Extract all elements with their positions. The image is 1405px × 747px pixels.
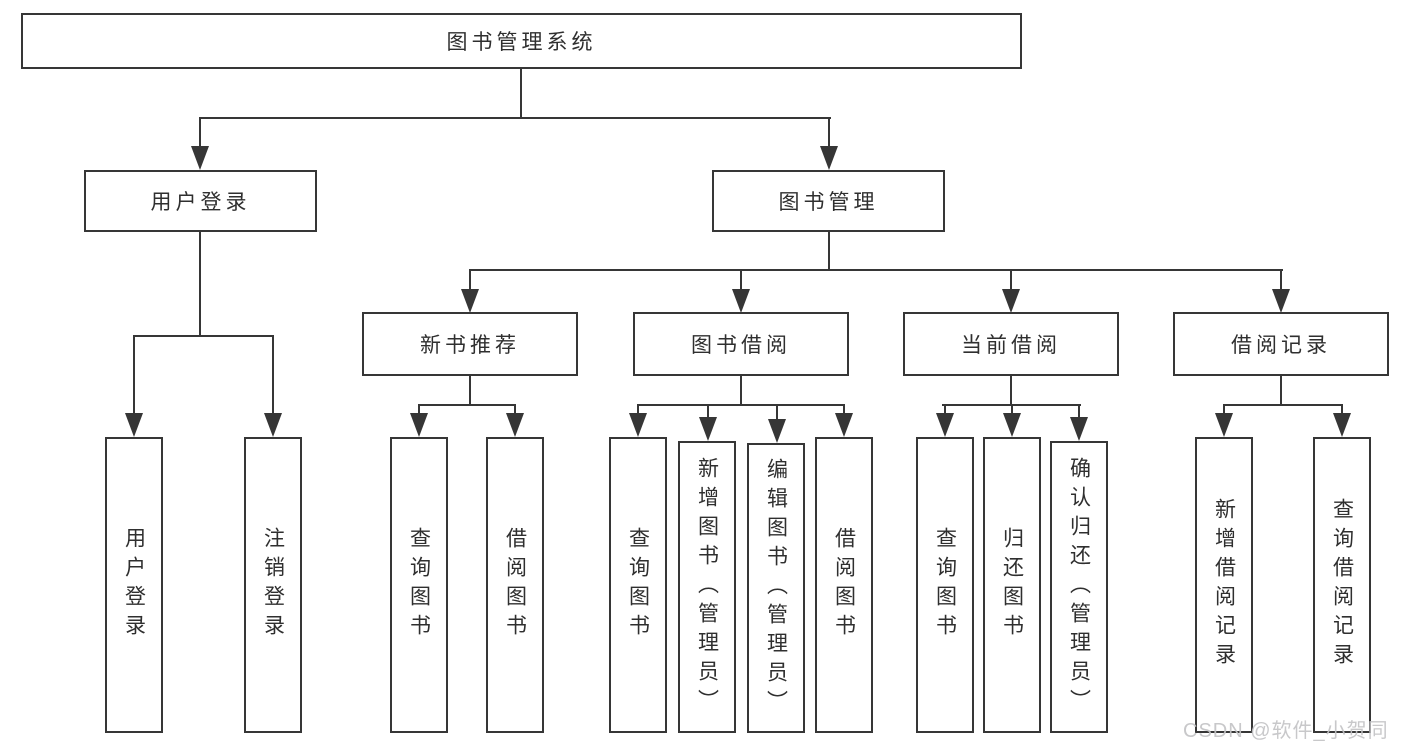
node-current-confirm-return: 确认归还（管理员）: [1050, 441, 1108, 733]
node-current-return-book: 归还图书: [983, 437, 1041, 733]
arrow-down-icon: [461, 289, 479, 313]
connector-stub: [707, 404, 709, 419]
arrow-down-icon: [264, 413, 282, 437]
node-records-query-record: 查询借阅记录: [1313, 437, 1371, 733]
arrow-down-icon: [1215, 413, 1233, 437]
node-logout: 注销登录: [244, 437, 302, 733]
arrow-down-icon: [629, 413, 647, 437]
arrow-down-icon: [820, 146, 838, 170]
node-borrow-borrow-book: 借阅图书: [815, 437, 873, 733]
arrow-down-icon: [191, 146, 209, 170]
node-root: 图书管理系统: [21, 13, 1022, 69]
arrow-down-icon: [768, 419, 786, 443]
arrow-down-icon: [1070, 417, 1088, 441]
node-book-management: 图书管理: [712, 170, 945, 232]
connector-user-login-stem: [199, 232, 201, 337]
connector-stub: [843, 404, 845, 416]
connector-rail: [418, 404, 516, 406]
node-records-add-record: 新增借阅记录: [1195, 437, 1253, 733]
arrow-down-icon: [936, 413, 954, 437]
node-new-book-recommend: 新书推荐: [362, 312, 578, 376]
connector-stub: [1280, 269, 1282, 291]
connector-user-login-rail: [133, 335, 274, 337]
connector-level3-rail: [469, 269, 1283, 271]
connector-stem: [1280, 376, 1282, 406]
node-borrow-query-book: 查询图书: [609, 437, 667, 733]
connector-rail: [637, 404, 845, 406]
arrow-down-icon: [1272, 289, 1290, 313]
node-borrow-add-book: 新增图书（管理员）: [678, 441, 736, 733]
node-newrec-query-book: 查询图书: [390, 437, 448, 733]
connector-level2-rail: [199, 117, 831, 119]
csdn-watermark: CSDN @软件_小贺同学: [1183, 720, 1389, 742]
connector-stub: [637, 404, 639, 416]
connector-stub: [418, 404, 420, 416]
node-borrow-records: 借阅记录: [1173, 312, 1389, 376]
arrow-down-icon: [1003, 413, 1021, 437]
connector-stub: [133, 335, 135, 415]
arrow-down-icon: [410, 413, 428, 437]
connector-stub: [776, 404, 778, 421]
node-newrec-borrow-book: 借阅图书: [486, 437, 544, 733]
connector-stub: [469, 269, 471, 291]
connector-book-mgmt-stem: [828, 232, 830, 271]
arrow-down-icon: [1002, 289, 1020, 313]
connector-stub: [272, 335, 274, 415]
node-book-borrow: 图书借阅: [633, 312, 849, 376]
node-user-login-branch: 用户登录: [84, 170, 317, 232]
node-current-query-book: 查询图书: [916, 437, 974, 733]
arrow-down-icon: [125, 413, 143, 437]
arrow-down-icon: [1333, 413, 1351, 437]
node-current-borrow: 当前借阅: [903, 312, 1119, 376]
connector-stub: [740, 269, 742, 291]
connector-stub: [199, 117, 201, 147]
connector-stub: [1078, 404, 1080, 419]
connector-root-stem: [520, 69, 522, 119]
arrow-down-icon: [732, 289, 750, 313]
node-user-login-leaf: 用户登录: [105, 437, 163, 733]
node-borrow-edit-book: 编辑图书（管理员）: [747, 443, 805, 733]
connector-stem: [740, 376, 742, 406]
connector-stub: [1011, 404, 1013, 416]
connector-stub: [944, 404, 946, 416]
connector-stub: [1341, 404, 1343, 416]
arrow-down-icon: [506, 413, 524, 437]
connector-stub: [514, 404, 516, 416]
connector-stub: [1010, 269, 1012, 291]
connector-stem: [1010, 376, 1012, 406]
connector-stub: [828, 117, 830, 147]
arrow-down-icon: [835, 413, 853, 437]
arrow-down-icon: [699, 417, 717, 441]
connector-stem: [469, 376, 471, 406]
connector-stub: [1223, 404, 1225, 416]
connector-rail: [1223, 404, 1343, 406]
